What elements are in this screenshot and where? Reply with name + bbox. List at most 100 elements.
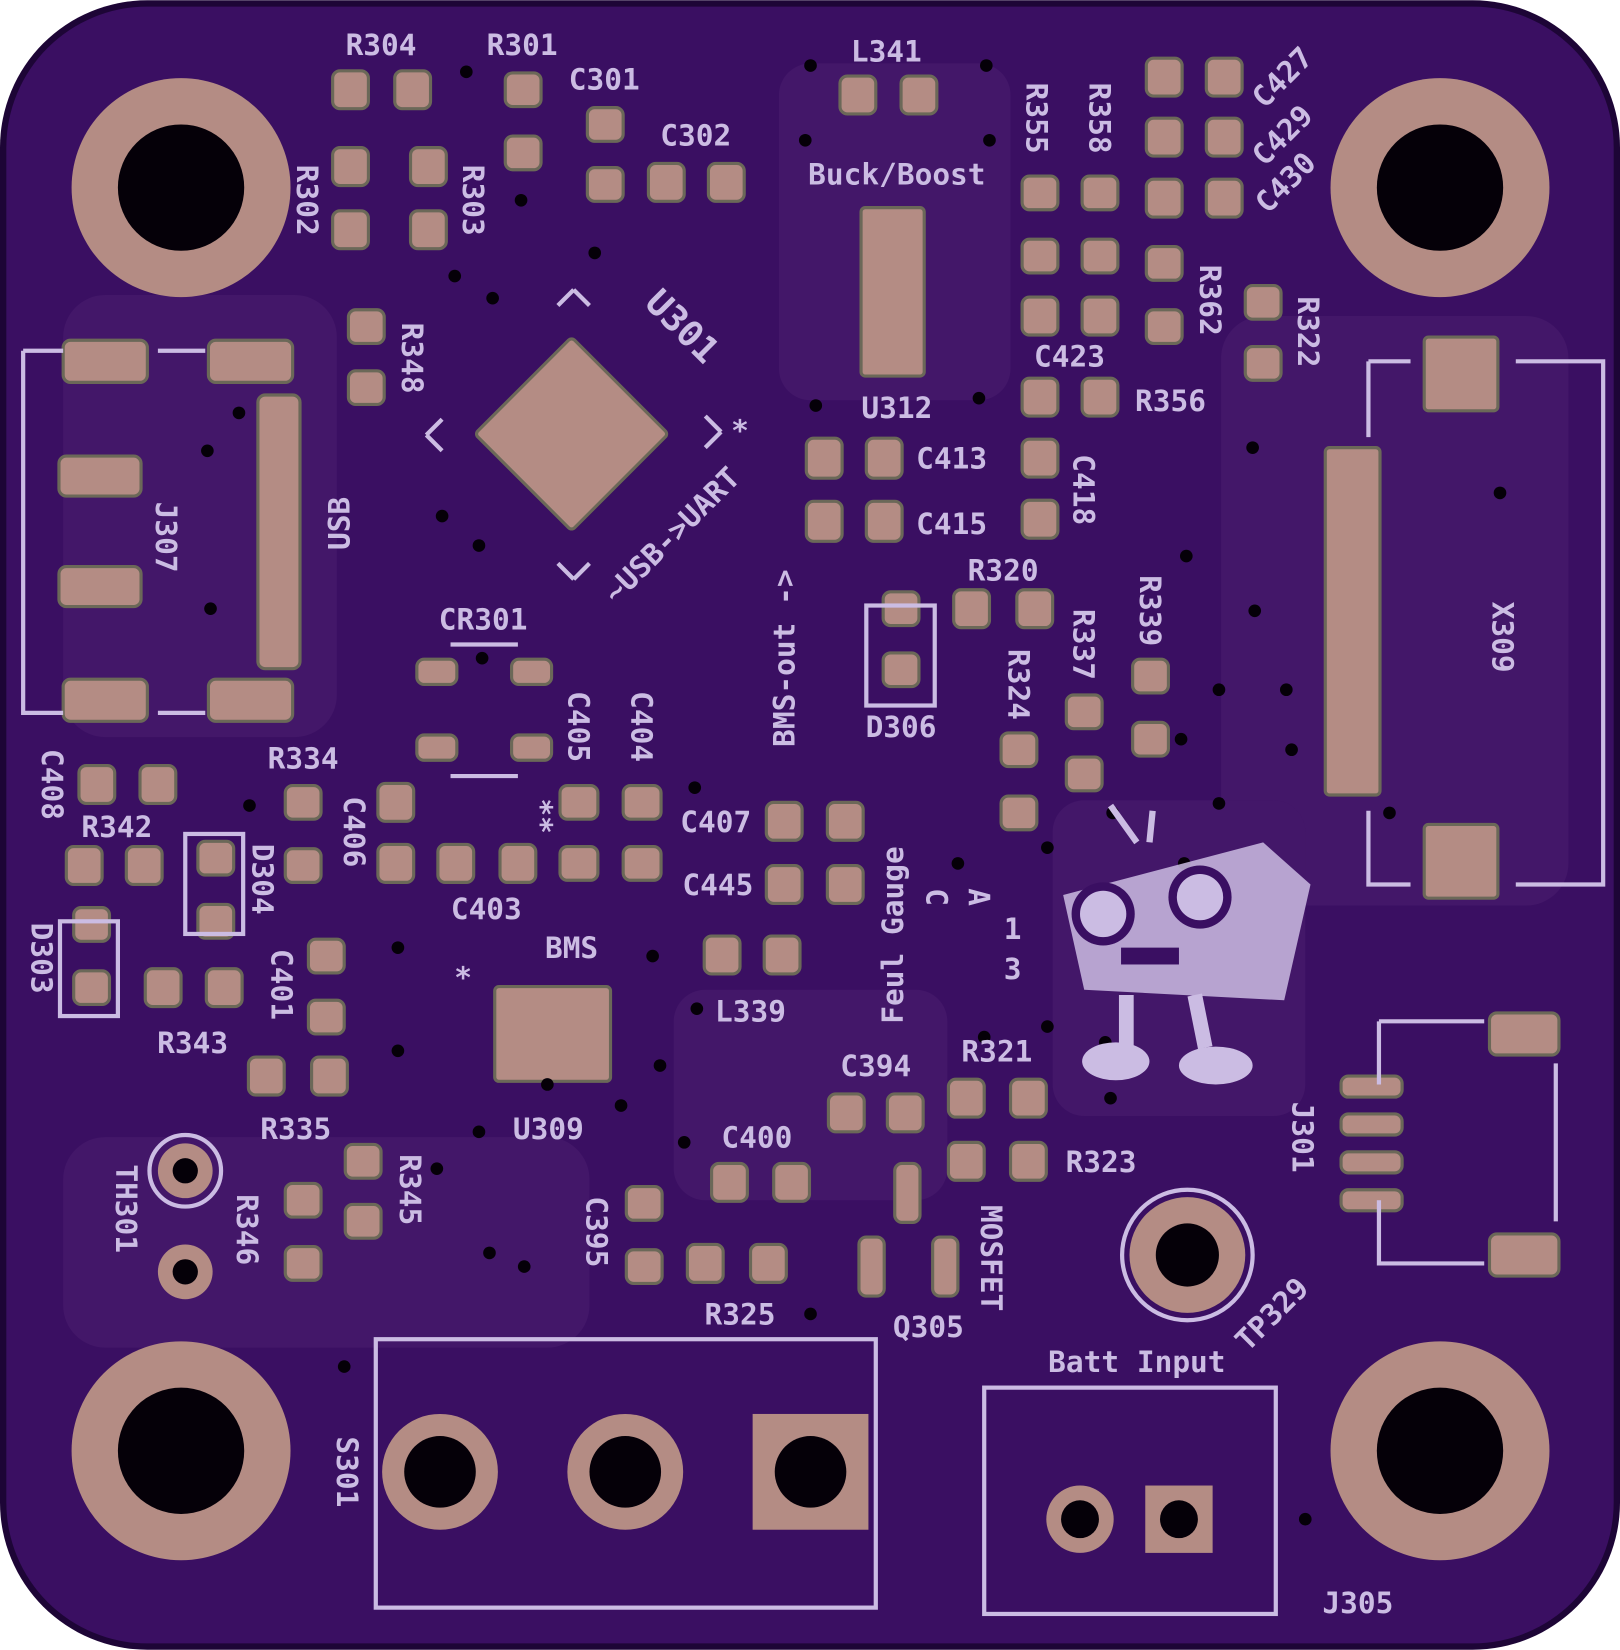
label-r355: R355 bbox=[1019, 83, 1053, 154]
label-r358: R358 bbox=[1082, 83, 1116, 154]
label-c395: C395 bbox=[579, 1196, 613, 1267]
via bbox=[1280, 683, 1293, 697]
label-pin-a: A bbox=[961, 888, 995, 906]
pad bbox=[946, 1140, 986, 1182]
pad bbox=[646, 161, 686, 203]
via bbox=[430, 1162, 444, 1175]
pad bbox=[999, 794, 1039, 832]
pad bbox=[498, 842, 538, 884]
pad bbox=[1487, 1011, 1561, 1057]
via bbox=[588, 246, 602, 260]
label-usb: USB bbox=[322, 497, 356, 550]
pad bbox=[510, 657, 554, 687]
via bbox=[1383, 806, 1396, 820]
label-r323: R323 bbox=[1066, 1145, 1137, 1179]
pad bbox=[57, 565, 143, 609]
label-r321: R321 bbox=[961, 1034, 1032, 1068]
pad bbox=[1020, 498, 1060, 540]
pad bbox=[946, 1077, 986, 1119]
pad bbox=[859, 206, 926, 378]
via bbox=[1285, 743, 1298, 757]
via bbox=[646, 949, 659, 963]
pad bbox=[1020, 174, 1060, 212]
pad bbox=[1008, 1140, 1048, 1182]
via bbox=[1248, 604, 1262, 618]
label-r362: R362 bbox=[1193, 265, 1227, 336]
via bbox=[1180, 549, 1193, 563]
label-c407: C407 bbox=[680, 805, 751, 839]
label-c418: C418 bbox=[1067, 454, 1101, 525]
pad bbox=[64, 845, 104, 887]
pad bbox=[196, 839, 236, 877]
pad bbox=[1243, 283, 1283, 321]
pad bbox=[764, 863, 804, 905]
via bbox=[972, 391, 986, 405]
smd-pads bbox=[57, 56, 1561, 1526]
via bbox=[983, 133, 996, 147]
robot-mascot-logo bbox=[1063, 803, 1311, 1085]
label-r356: R356 bbox=[1135, 384, 1206, 418]
pad bbox=[343, 1142, 383, 1180]
pad bbox=[204, 967, 244, 1009]
via bbox=[951, 857, 965, 870]
pad bbox=[1080, 376, 1120, 418]
pad bbox=[138, 763, 178, 805]
pad bbox=[493, 985, 613, 1083]
pad bbox=[899, 74, 939, 116]
label-star-u309: * bbox=[454, 961, 472, 995]
via bbox=[391, 1044, 405, 1058]
label-j301: J301 bbox=[1286, 1102, 1320, 1173]
pad bbox=[1144, 244, 1184, 282]
pad bbox=[1131, 657, 1170, 695]
pad bbox=[885, 1092, 925, 1134]
pad bbox=[1243, 344, 1283, 382]
via bbox=[1298, 1512, 1312, 1526]
pad bbox=[931, 1235, 960, 1298]
via bbox=[232, 406, 246, 420]
via bbox=[1493, 486, 1507, 500]
pad bbox=[124, 845, 164, 887]
label-q305: Q305 bbox=[893, 1310, 964, 1344]
pad bbox=[825, 863, 865, 905]
pad bbox=[1080, 174, 1120, 212]
label-r324: R324 bbox=[1001, 649, 1035, 720]
via bbox=[1212, 683, 1226, 697]
pad bbox=[306, 998, 346, 1036]
label-r342: R342 bbox=[81, 810, 152, 844]
pad bbox=[393, 69, 433, 111]
pad bbox=[1204, 56, 1244, 98]
via bbox=[337, 1360, 351, 1373]
label-c445: C445 bbox=[682, 868, 753, 902]
pad bbox=[1020, 437, 1060, 479]
via bbox=[460, 65, 473, 79]
pad bbox=[1064, 693, 1104, 731]
pad bbox=[1339, 1150, 1404, 1175]
label-c415: C415 bbox=[916, 507, 987, 541]
pad bbox=[1422, 335, 1500, 413]
pad bbox=[804, 499, 844, 543]
pad bbox=[864, 436, 904, 480]
pad bbox=[709, 1161, 749, 1203]
label-r302: R302 bbox=[290, 165, 324, 236]
pad bbox=[1020, 376, 1060, 418]
pad bbox=[1131, 720, 1170, 758]
pad bbox=[206, 677, 295, 723]
pad bbox=[1080, 237, 1120, 275]
pad bbox=[1144, 116, 1184, 158]
pad bbox=[685, 1242, 725, 1284]
pad bbox=[826, 1092, 866, 1134]
label-r301: R301 bbox=[487, 28, 558, 62]
pad bbox=[283, 1181, 323, 1219]
label-bms-out: BMS-out -> bbox=[768, 569, 802, 746]
via bbox=[475, 651, 489, 665]
label-u309: U309 bbox=[513, 1112, 584, 1146]
pad bbox=[1144, 308, 1184, 345]
pad bbox=[702, 934, 742, 976]
via bbox=[980, 59, 993, 72]
pad bbox=[1015, 588, 1055, 630]
via bbox=[809, 399, 823, 412]
pad bbox=[585, 166, 625, 203]
label-c404: C404 bbox=[625, 691, 659, 762]
pad bbox=[804, 436, 844, 480]
label-double-star: ** bbox=[525, 798, 559, 833]
